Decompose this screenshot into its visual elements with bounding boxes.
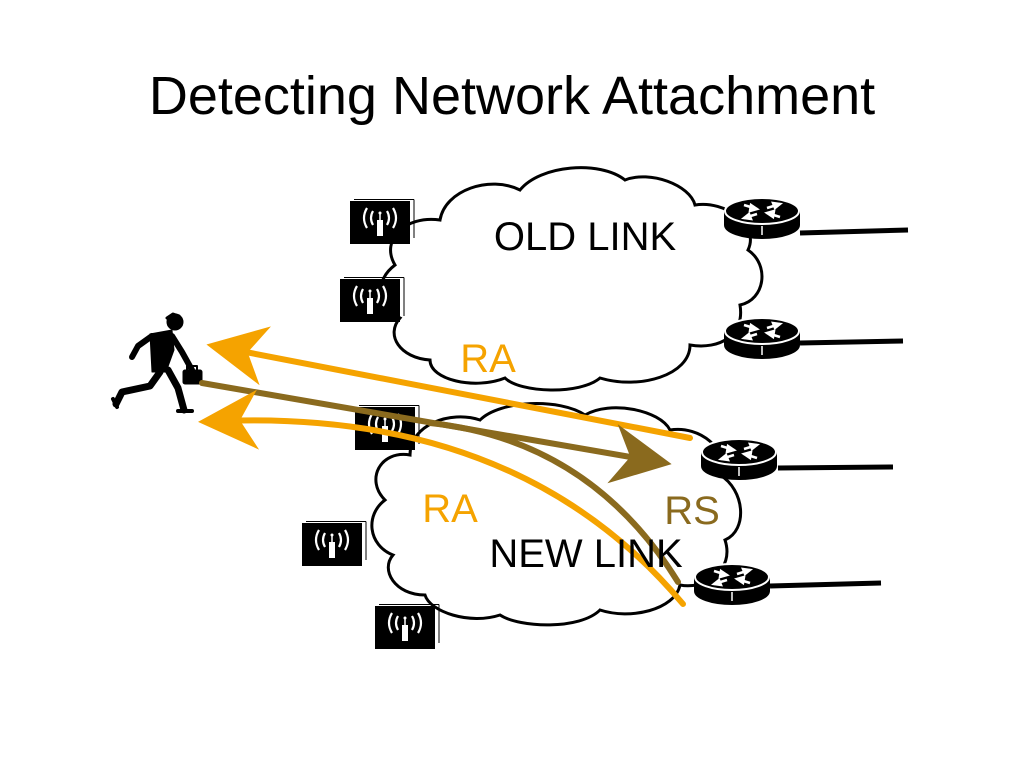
uplink-line-1	[799, 227, 909, 236]
rs-label: RS	[664, 489, 720, 533]
ra-label-old: RA	[460, 337, 516, 381]
rs-arrow	[199, 380, 672, 484]
new-link-label: NEW LINK	[489, 532, 683, 576]
ra-label-new: RA	[422, 487, 478, 531]
router-icon	[723, 196, 801, 240]
antenna-icon	[375, 603, 441, 649]
running-man-icon	[111, 312, 203, 414]
ra-arrow-new	[198, 389, 686, 607]
uplink-lines	[769, 227, 909, 589]
antenna-icon	[340, 276, 406, 322]
antenna-icon	[302, 520, 368, 566]
router-icon	[700, 437, 778, 481]
uplink-line-3	[777, 464, 894, 471]
message-arrows	[198, 326, 693, 607]
router-icon	[693, 562, 771, 606]
uplink-line-4	[769, 580, 882, 589]
antenna-icon	[350, 198, 416, 244]
uplink-line-2	[799, 338, 904, 346]
router-icon	[723, 316, 801, 360]
old-link-cloud	[379, 166, 764, 392]
rs-arrow-path	[427, 420, 681, 585]
slide-title: Detecting Network Attachment	[148, 66, 876, 126]
ra-arrow-old	[206, 326, 693, 441]
old-link-label: OLD LINK	[494, 215, 677, 259]
